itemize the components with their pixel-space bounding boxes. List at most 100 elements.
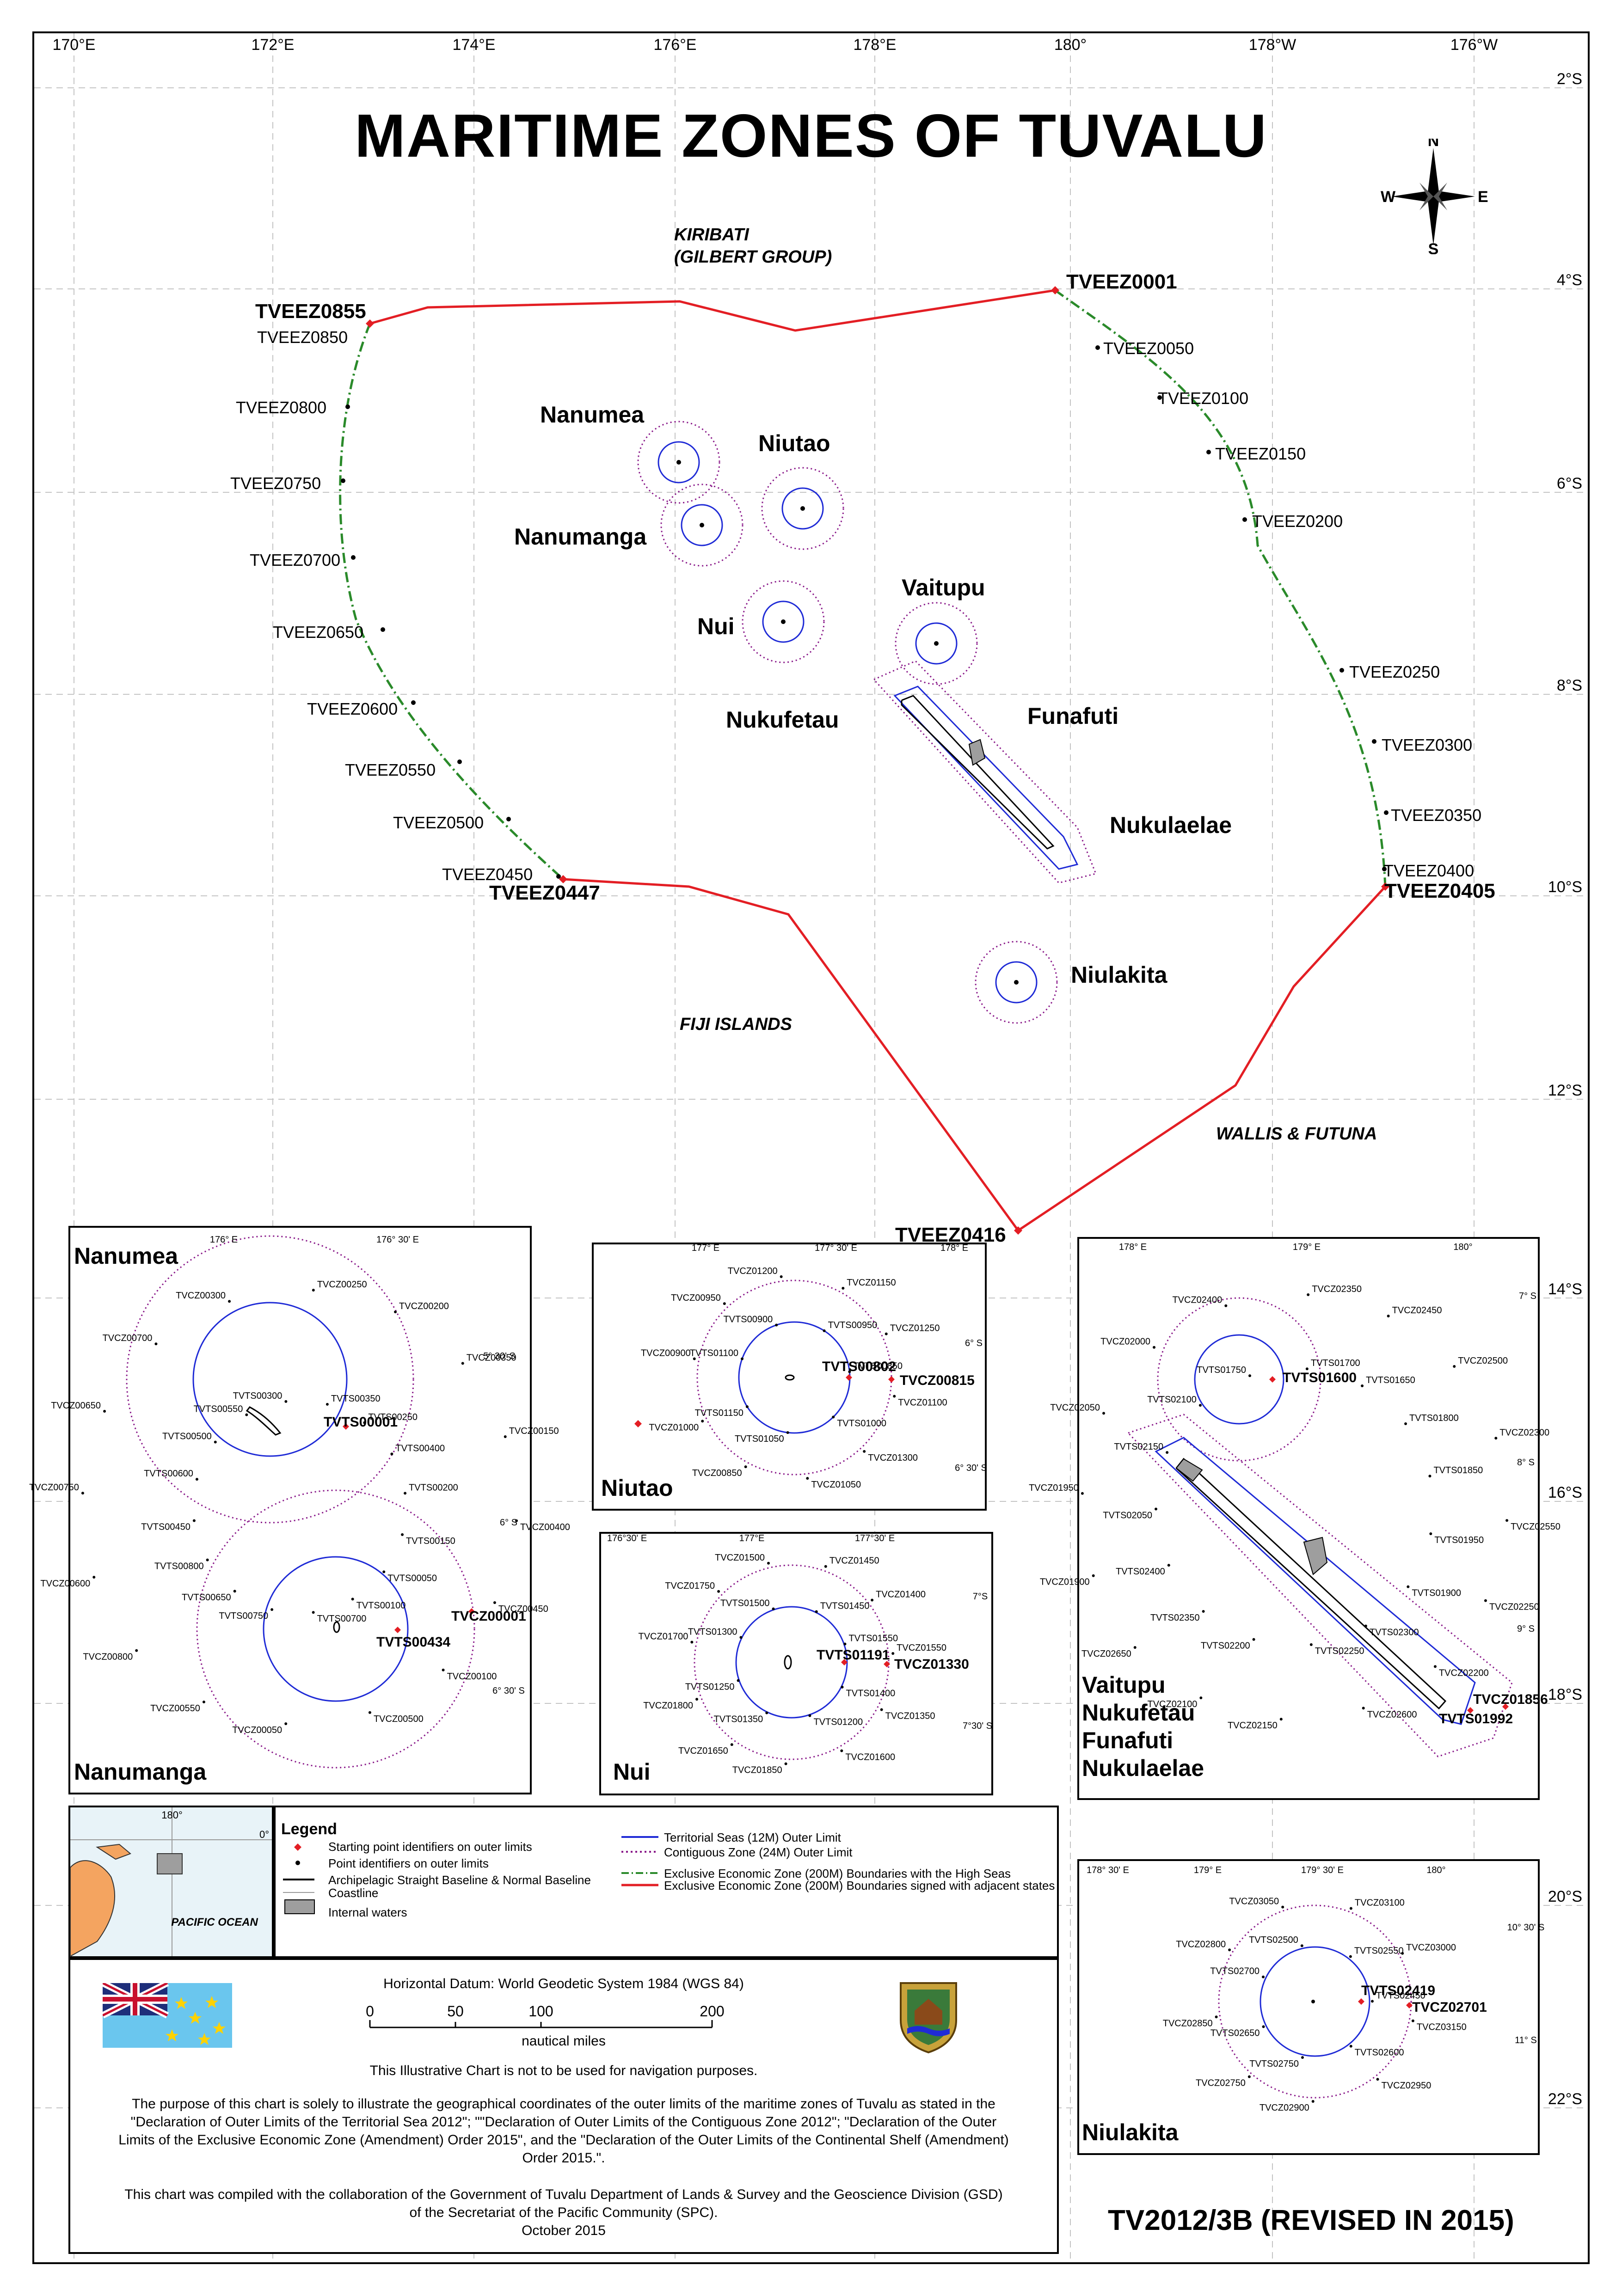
- inset-cz-label: TVCZ02300: [1499, 1427, 1549, 1438]
- eez-east-high-seas-boundary: [1054, 289, 1387, 887]
- island-marker: [800, 506, 805, 511]
- inset-cz-label: TVCZ00450: [498, 1604, 548, 1614]
- inset-point-marker: [1401, 1952, 1404, 1955]
- inset-cz-label: TVCZ00200: [399, 1301, 449, 1311]
- inset-tick-label: 178° E: [940, 1243, 968, 1253]
- inset-point-marker: [1228, 1948, 1231, 1952]
- lat-tick-label: 18°S: [1548, 1686, 1582, 1703]
- eez-point-label: TVEEZ0250: [1349, 662, 1440, 681]
- inset-point-marker: [1279, 1718, 1283, 1721]
- inset-cz-label: TVCZ02950: [1382, 2081, 1432, 2091]
- eez-point-label: TVEEZ0550: [345, 760, 436, 779]
- inset-start-point-marker: [343, 1423, 349, 1430]
- eez-start-point-label: TVEEZ0855: [255, 300, 366, 323]
- inset-ts-label: TVTS00750: [219, 1611, 268, 1621]
- inset-cz-label: TVCZ02200: [1439, 1668, 1489, 1678]
- inset-cz-label: TVCZ02600: [1367, 1709, 1417, 1720]
- inset-start-point-marker: [468, 1608, 475, 1615]
- inset-cz-label: TVCZ01300: [868, 1453, 918, 1463]
- inset-point-marker: [1309, 1643, 1313, 1646]
- inset-point-marker: [1300, 1944, 1303, 1947]
- inset-point-marker: [824, 1565, 827, 1568]
- island-label: Nukufetau: [726, 707, 839, 733]
- inset-point-marker: [832, 1415, 835, 1419]
- inset-point-marker: [1505, 1519, 1509, 1522]
- inset-tick-label: 10° 30' S: [1507, 1923, 1545, 1933]
- inset-cz-label: TVCZ03050: [1229, 1897, 1279, 1907]
- contiguous-zone-ring: [742, 580, 825, 663]
- eez-point-marker: [345, 404, 350, 409]
- inset-start-point-marker: [884, 1661, 890, 1667]
- scale-tick-100: 100: [528, 2003, 553, 2020]
- inset-point-marker: [1370, 2000, 1374, 2003]
- inset-cz-label: TVCZ01700: [639, 1631, 688, 1641]
- inset-start-point-label: TVCZ01856: [1473, 1692, 1548, 1707]
- region-label-wallis-futuna: WALLIS & FUTUNA: [1216, 1124, 1377, 1144]
- inset-cz-label: TVCZ02250: [1489, 1602, 1539, 1612]
- funafuti-inset-territorial: [1155, 1437, 1476, 1725]
- compass-w: W: [1381, 188, 1396, 206]
- inset-point-marker: [695, 1697, 699, 1701]
- eez-point-marker: [381, 627, 385, 632]
- lat-tick-label: 2°S: [1557, 70, 1582, 88]
- datum-text: Horizontal Datum: World Geodetic System …: [383, 1976, 744, 1991]
- inset-nui: [599, 1532, 993, 1795]
- eez-point-label: TVEEZ0850: [257, 328, 348, 347]
- inset-point-marker: [723, 1302, 726, 1305]
- inset-start-point-marker: [1502, 1703, 1509, 1710]
- inset-point-marker: [701, 1420, 704, 1423]
- lon-tick-label: 170°E: [52, 36, 95, 54]
- inset-point-marker: [745, 1405, 749, 1408]
- lon-tick-label: 178°E: [853, 36, 896, 54]
- inset-contiguous-ring: [694, 1564, 890, 1760]
- inset-start-point-marker: [846, 1374, 852, 1381]
- inset-start-point-label: TVCZ00001: [451, 1609, 526, 1624]
- inset-point-marker: [192, 1519, 196, 1522]
- inset-tick-label: 7° S: [1519, 1291, 1536, 1301]
- inset-vaitupu: [1077, 1237, 1540, 1800]
- inset-point-marker: [92, 1575, 96, 1579]
- inset-cz-label: TVCZ03100: [1355, 1898, 1405, 1908]
- eez-point-marker: [457, 759, 462, 764]
- png-land: [96, 1843, 131, 1860]
- inset-point-marker: [206, 1558, 209, 1561]
- inset-point-marker: [103, 1409, 106, 1413]
- island-marker: [934, 641, 939, 646]
- inset-tick-label: 9° S: [1517, 1624, 1535, 1634]
- eez-point-marker: [411, 700, 416, 705]
- legend-title: Legend: [281, 1820, 337, 1838]
- inset-tick-label: 8° S: [1517, 1457, 1535, 1468]
- inset-point-marker: [1349, 1907, 1352, 1910]
- territorial-sea-ring: [681, 504, 723, 546]
- inset-ts-label: TVTS00800: [154, 1561, 204, 1572]
- eez-point-marker: [506, 817, 511, 821]
- contiguous-zone-ring: [761, 467, 844, 550]
- island-label: Nanumanga: [514, 524, 647, 550]
- inset-cz-label: TVCZ02750: [1196, 2078, 1246, 2088]
- eez-start-point-marker: [1381, 882, 1389, 891]
- inset-cz-label: TVCZ01800: [643, 1701, 693, 1711]
- lat-tick-label: 6°S: [1557, 475, 1582, 492]
- inset-ts-label: TVTS01000: [837, 1418, 886, 1428]
- eez-kiribati-boundary: [369, 289, 1056, 332]
- inset-label-niutao: Niutao: [601, 1475, 673, 1501]
- eez-point-label: TVEEZ0300: [1382, 735, 1472, 754]
- inset-cz-label: TVCZ02350: [1312, 1284, 1362, 1294]
- inset-label-nanumea: Nanumea: [74, 1243, 178, 1269]
- inset-ts-label: TVTS00950: [828, 1320, 878, 1330]
- legend-baseline: Archipelagic Straight Baseline & Normal …: [328, 1873, 591, 1887]
- inset-point-marker: [1362, 1707, 1365, 1710]
- inset-cz-label: TVCZ01200: [728, 1266, 778, 1276]
- inset-point-marker: [1102, 1412, 1106, 1415]
- legend-internal-waters-symbol: [284, 1899, 315, 1914]
- eez-point-label: TVEEZ0750: [230, 474, 321, 493]
- island-marker: [700, 523, 704, 527]
- inset-point-marker: [840, 1749, 843, 1752]
- inset-point-marker: [1301, 2056, 1304, 2059]
- compass-s: S: [1428, 240, 1439, 254]
- inset-cz-label: TVCZ00350: [467, 1353, 516, 1363]
- inset-niutao: [592, 1243, 987, 1511]
- inset-start-point-label: TVCZ02701: [1412, 2000, 1487, 2015]
- inset-point-marker: [1453, 1365, 1456, 1368]
- inset-start-point-label: TVTS01992: [1439, 1711, 1513, 1727]
